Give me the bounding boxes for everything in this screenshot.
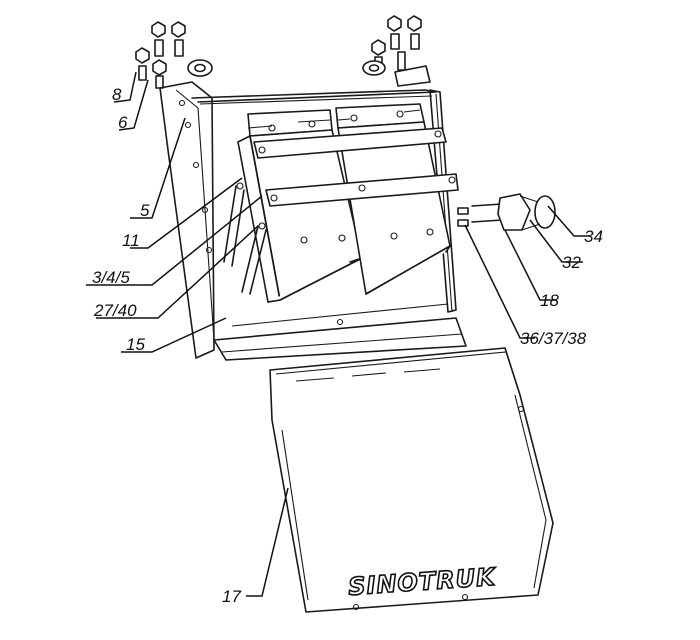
- label-5: 5: [140, 201, 150, 220]
- label-32: 32: [562, 253, 581, 272]
- leader-lines: [86, 71, 590, 597]
- battery-left: [237, 109, 363, 303]
- battery-box-cover: SINOTRUK: [269, 347, 554, 613]
- label-15: 15: [126, 335, 145, 354]
- battery-right: [335, 103, 451, 295]
- battery-box-tray: [159, 81, 467, 361]
- label-6: 6: [118, 113, 128, 132]
- label-3-4-5: 3/4/5: [92, 268, 130, 287]
- bolt-set-left: [135, 21, 213, 89]
- tie-rods: [223, 182, 267, 295]
- master-switch-assembly: [457, 193, 556, 231]
- label-11: 11: [122, 231, 140, 250]
- label-36-37-38: 36/37/38: [520, 329, 587, 348]
- label-8: 8: [112, 85, 122, 104]
- label-17: 17: [222, 587, 241, 606]
- label-34: 34: [584, 227, 603, 246]
- label-18: 18: [540, 291, 559, 310]
- label-27-40: 27/40: [93, 301, 137, 320]
- bolt-set-right: [362, 15, 431, 87]
- part-labels: 8 6 5 11 3/4/5 27/40 15 34 32 18 36/37/3…: [92, 85, 603, 606]
- hold-down-bar-lower: [265, 173, 459, 207]
- hold-down-bar-upper: [253, 127, 447, 159]
